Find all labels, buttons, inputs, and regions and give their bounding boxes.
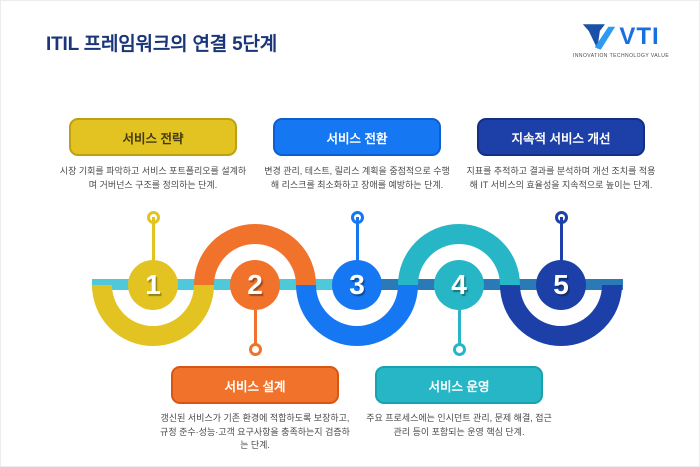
stage-5-title-box: 지속적 서비스 개선 bbox=[477, 118, 645, 156]
stage-4-connector-stem bbox=[457, 310, 461, 346]
stage-3-description: 변경 관리, 테스트, 릴리스 계획을 중점적으로 수행해 리스크를 최소화하고… bbox=[264, 166, 450, 190]
stage-5-number-badge: 5 bbox=[536, 260, 586, 310]
stage-4-title-box: 서비스 운영 bbox=[375, 366, 543, 404]
stage-1-description: 시장 기회를 파악하고 서비스 포트폴리오를 설계하며 거버넌스 구조를 정의하… bbox=[59, 166, 247, 190]
stage-5-label: 지속적 서비스 개선 bbox=[511, 131, 611, 146]
stage-5-connector-stem bbox=[559, 217, 563, 262]
stage-2-number-badge: 2 bbox=[230, 260, 280, 310]
vti-v-icon bbox=[583, 24, 616, 50]
stage-3-connector-stem bbox=[355, 217, 359, 262]
stage-1-title-box: 서비스 전략 bbox=[69, 118, 237, 156]
stage-1-label: 서비스 전략 bbox=[122, 131, 184, 146]
logo-tagline: INNOVATION TECHNOLOGY VALUE bbox=[573, 53, 670, 59]
stage-4-description: 주요 프로세스에는 인시던트 관리, 문제 해결, 접근 관리 등이 포함되는 … bbox=[366, 413, 552, 437]
stage-2-connector-stem bbox=[253, 310, 257, 346]
stage-3-number-badge: 3 bbox=[332, 260, 382, 310]
stage-3-title-box: 서비스 전환 bbox=[273, 118, 441, 156]
stage-4-label: 서비스 운영 bbox=[428, 379, 490, 394]
stage-1-number-badge: 1 bbox=[128, 260, 178, 310]
logo-text: VTI bbox=[619, 23, 660, 50]
stage-5-description: 지표를 추적하고 결과를 분석하며 개선 조치를 적용해 IT 서비스의 효율성… bbox=[466, 166, 656, 190]
page-title: ITIL 프레임워크의 연결 5단계 bbox=[46, 34, 278, 55]
stage-2-description: 갱신된 서비스가 기존 환경에 적합하도록 보장하고, 규정 준수·성능·고객 … bbox=[160, 413, 350, 450]
stage-2-title-box: 서비스 설계 bbox=[171, 366, 339, 404]
stage-2-label: 서비스 설계 bbox=[224, 379, 286, 394]
company-logo: VTI INNOVATION TECHNOLOGY VALUE bbox=[573, 23, 669, 59]
stage-4-number-badge: 4 bbox=[434, 260, 484, 310]
stage-3-label: 서비스 전환 bbox=[326, 131, 388, 146]
stage-1-connector-stem bbox=[151, 217, 155, 262]
